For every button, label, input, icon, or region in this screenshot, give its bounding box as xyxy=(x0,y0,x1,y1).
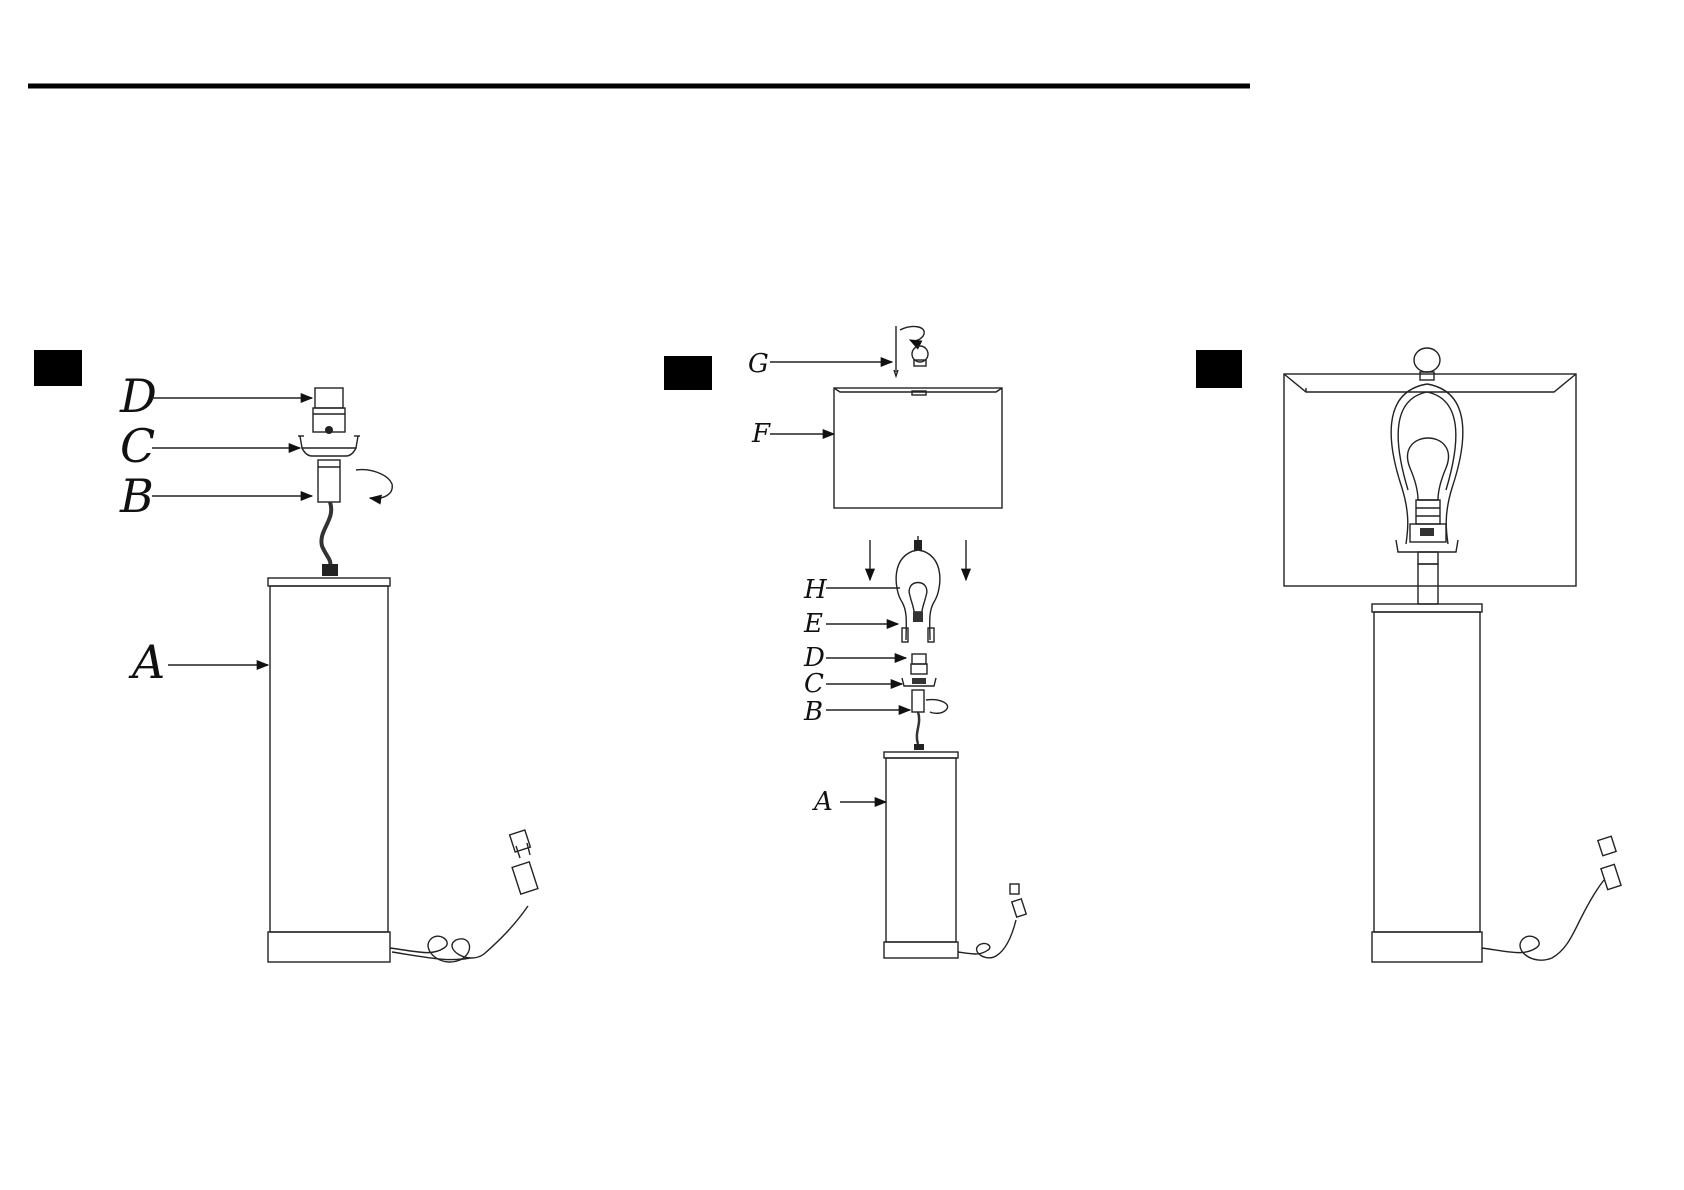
step-2-panel: G F H E D C B A xyxy=(664,326,1026,958)
finial-assembled xyxy=(1414,348,1440,380)
step-1-panel: D C B A xyxy=(34,350,538,962)
step-1-label-b: B xyxy=(119,469,154,523)
cord-grommet-small xyxy=(914,744,924,750)
step-1-label-a: A xyxy=(128,635,165,689)
step-2-label-a: A xyxy=(812,787,833,817)
step-2-label-h: H xyxy=(803,575,828,605)
lamp-base-part-a xyxy=(268,578,390,962)
lamp-base-part-a-small xyxy=(884,752,958,958)
light-bulb-part-h xyxy=(909,583,927,623)
threaded-nipple-part-b-small xyxy=(912,690,924,712)
coiled-cord-small xyxy=(958,920,1016,958)
plug-small-icon xyxy=(1010,884,1026,917)
step-1-label-d: D xyxy=(119,369,157,423)
cord-grommet xyxy=(322,564,338,576)
step-2-label-f: F xyxy=(751,419,771,449)
harp-saddle-part-c-small xyxy=(902,678,936,686)
step-2-label-b: B xyxy=(803,697,823,727)
power-cord xyxy=(321,502,331,566)
harp-part-e xyxy=(896,536,940,642)
plug-assembled-icon xyxy=(1598,836,1621,889)
light-bulb-assembled xyxy=(1408,438,1449,524)
socket-part-d-small xyxy=(911,654,927,674)
step-3-panel xyxy=(1196,348,1621,962)
step-2-label-e: E xyxy=(803,609,823,639)
lamp-shade-assembled xyxy=(1284,374,1576,586)
plug-icon xyxy=(510,830,538,894)
power-cord-small xyxy=(917,712,919,744)
harp-assembled xyxy=(1391,384,1463,544)
coiled-cord xyxy=(390,906,528,962)
socket-part-d xyxy=(313,388,345,434)
step-2-label-g: G xyxy=(748,349,769,379)
lamp-shade-part-f xyxy=(834,388,1002,508)
step-2-badge xyxy=(664,356,712,390)
harp-saddle-part-c xyxy=(298,436,360,456)
socket-assembled xyxy=(1396,524,1458,604)
step-3-badge xyxy=(1196,350,1242,388)
rotate-arrow-icon xyxy=(356,470,392,499)
step-2-label-c: C xyxy=(804,669,824,699)
threaded-nipple-part-b xyxy=(318,460,340,502)
finial-part-g xyxy=(894,326,928,376)
coiled-cord-assembled xyxy=(1482,880,1604,960)
step-1-badge xyxy=(34,350,82,386)
step-1-label-c: C xyxy=(120,419,155,473)
lamp-base-assembled xyxy=(1372,604,1482,962)
rotate-arrow-small-icon xyxy=(926,700,948,714)
